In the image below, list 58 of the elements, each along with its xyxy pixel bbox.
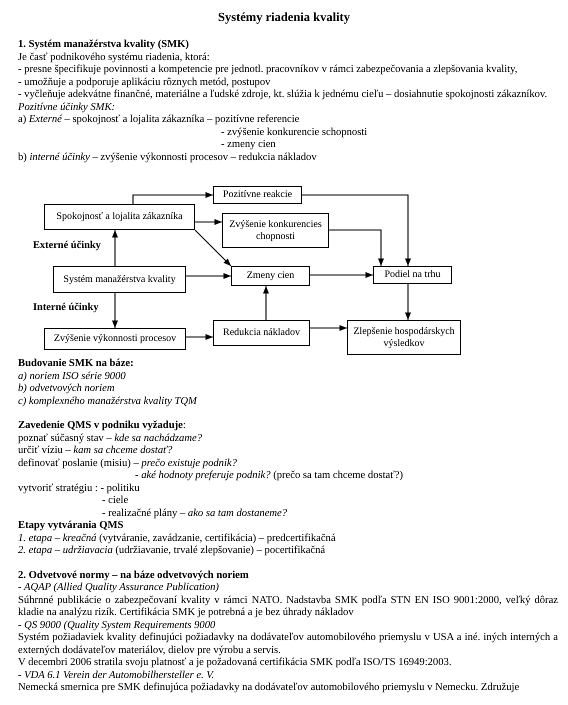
- subheading: Etapy vytvárania QMS: [18, 520, 124, 532]
- arrow: [112, 230, 118, 266]
- text-line: a) noriem ISO série 9000: [18, 370, 127, 383]
- text-line: - aké hodnoty preferuje podnik? (prečo sa tam chceme dostať?): [134, 470, 404, 482]
- text-line: b) interné účinky – zvýšenie výkonnosti procesov – redukcia nákladov: [18, 152, 318, 164]
- side-label: Interné účinky: [33, 302, 99, 313]
- text-line: Je časť podnikového systému riadenia, ktorá:: [18, 52, 211, 64]
- process-box: Redukcia nákladov: [213, 320, 310, 346]
- list-item: - umožňuje a podporuje aplikáciu rôznych metód, postupov: [18, 76, 272, 89]
- arrow: [329, 229, 384, 266]
- page-title: Systémy riadenia kvality: [217, 10, 351, 25]
- arrow: [404, 284, 412, 320]
- text-line: definovať poslanie (misiu) – prečo existuje podnik?: [18, 458, 238, 470]
- section-heading: 1. Systém manažérstva kvality (SMK): [18, 39, 190, 52]
- list-item: - vyčleňuje adekvátne finančné, materiálne a ľudské zdroje, kt. slúžia k jednému cieľu – dosiahnutie spokojnosti zákazníkov.: [18, 89, 548, 102]
- text-line: 2. etapa – udržiavacia (udržiavanie, trvalé zlepšovanie) – pocertifikačná: [18, 545, 326, 558]
- text-line: - VDA 6.1 Verein der Automobilhersteller e. V.: [18, 670, 216, 682]
- text-line: a) Externé – spokojnosť a lojalita zákazníka – pozitívne referencie: [18, 114, 300, 126]
- arrow: [310, 272, 373, 278]
- section-heading: 2. Odvetvové normy – na báze odvetvových noriem: [18, 570, 250, 582]
- paragraph: Nemecká smernica pre SMK definujúca požiadavky na dodávateľov automobilového priemyslu v Nemecku. Združuje: [18, 682, 520, 694]
- process-box: Podiel na trhu: [373, 266, 452, 284]
- process-box: Zvýšenie konkurencies chopnosti: [222, 213, 329, 248]
- text-line: c) komplexného manažérstva kvality TQM: [18, 396, 198, 408]
- arrow: [194, 230, 232, 266]
- text-line: - zmeny cien: [220, 139, 277, 152]
- process-box: Zvýšenie výkonnosti procesov: [44, 328, 186, 350]
- subheading: Zavedenie QMS v podniku vyžaduje:: [18, 420, 187, 432]
- process-box: Pozitívne reakcie: [213, 186, 302, 204]
- arrow: [132, 192, 213, 204]
- arrow: [186, 272, 231, 280]
- side-label: Externé účinky: [33, 240, 101, 251]
- text-line: vytvoriť stratégiu : - politiku: [18, 482, 141, 495]
- text-line: b) odvetvových noriem: [18, 383, 116, 396]
- process-box: Systém manažérstva kvality: [53, 266, 186, 293]
- paragraph: Súhrnné publikácie o zabezpečovaní kvality v rámci NATO. Nadstavba SMK podľa STN EN ISO 9001:2000, veľký dôraz kladie na analýzu rizík. Certifikácia SMK je potrebná a je bez úhrady nákladov: [18, 594, 558, 620]
- arrow: [302, 194, 412, 266]
- text-line: 1. etapa – kreačná (vytváranie, zavádzanie, certifikácia) – predcertifikačná: [18, 532, 337, 545]
- text-line: - AQAP (Allied Quality Assurance Publication): [18, 582, 220, 594]
- text-line: Pozitívne účinky SMK:: [18, 102, 116, 114]
- subheading: Budovanie SMK na báze:: [18, 358, 135, 370]
- arrow: [262, 286, 270, 320]
- paragraph: V decembri 2006 stratila svoju platnosť a je požadovaná certifikácia SMK podľa ISO/TS 16949:2003.: [18, 657, 452, 670]
- arrow: [310, 324, 347, 332]
- process-box: Zmeny cien: [231, 266, 310, 286]
- process-box: Spokojnosť a lojalita zákazníka: [44, 204, 195, 230]
- paragraph: Systém požiadaviek kvality definujúci požiadavky na dodávateľov automobilového priemyslu v USA a iné. iných interných a externých dodávateľov materiálov, dielov pre výrobu a servis.: [18, 632, 558, 657]
- process-box: Zlepšenie hospodárskych výsledkov: [347, 320, 461, 355]
- text-line: - ciele: [101, 495, 130, 508]
- arrow: [195, 218, 222, 226]
- text-line: poznať súčasný stav – kde sa nachádzame?: [18, 432, 204, 445]
- list-item: - presne špecifikuje povinnosti a kompetencie pre jednotl. pracovníkov v rámci zabezpečovania a zlepšovania kvality,: [18, 64, 518, 76]
- arrow: [112, 293, 118, 328]
- text-line: určiť víziu – kam sa chceme dostať?: [18, 445, 174, 458]
- text-line: - realizačné plány – ako sa tam dostaneme?: [101, 508, 288, 520]
- text-line: - QS 9000 (Quality System Requirements 9000: [18, 620, 216, 632]
- text-line: - zvýšenie konkurencie schopnosti: [220, 126, 368, 139]
- arrow: [186, 334, 213, 340]
